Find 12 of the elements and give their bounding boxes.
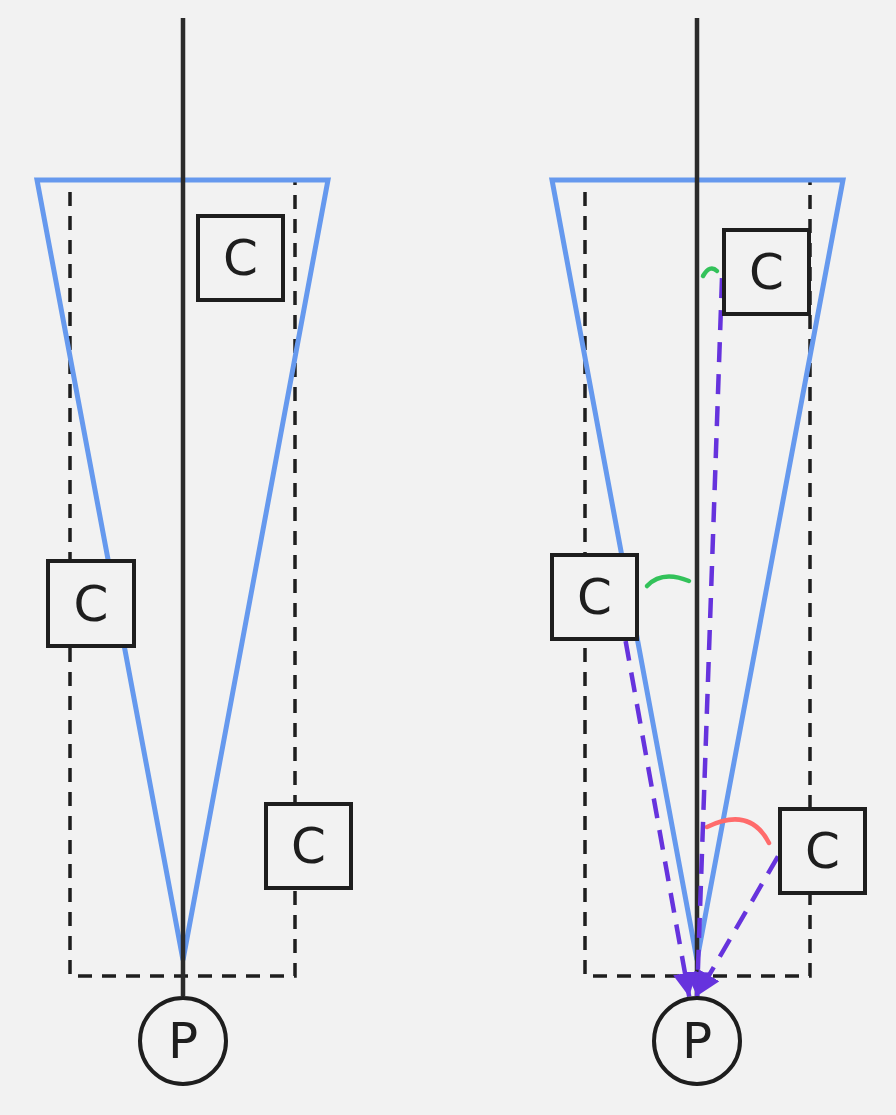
square-node: C — [46, 559, 136, 648]
dashed-arrow — [623, 640, 697, 998]
square-node: C — [264, 802, 353, 890]
circle-node: P — [138, 996, 228, 1086]
square-node: C — [778, 807, 867, 895]
dashed-arrow — [685, 278, 725, 997]
dashed-arrow — [695, 855, 780, 998]
square-node: C — [196, 214, 285, 302]
square-node: C — [722, 228, 811, 316]
square-node: C — [550, 553, 639, 641]
axis-line — [180, 18, 186, 996]
circle-node: P — [652, 996, 742, 1086]
